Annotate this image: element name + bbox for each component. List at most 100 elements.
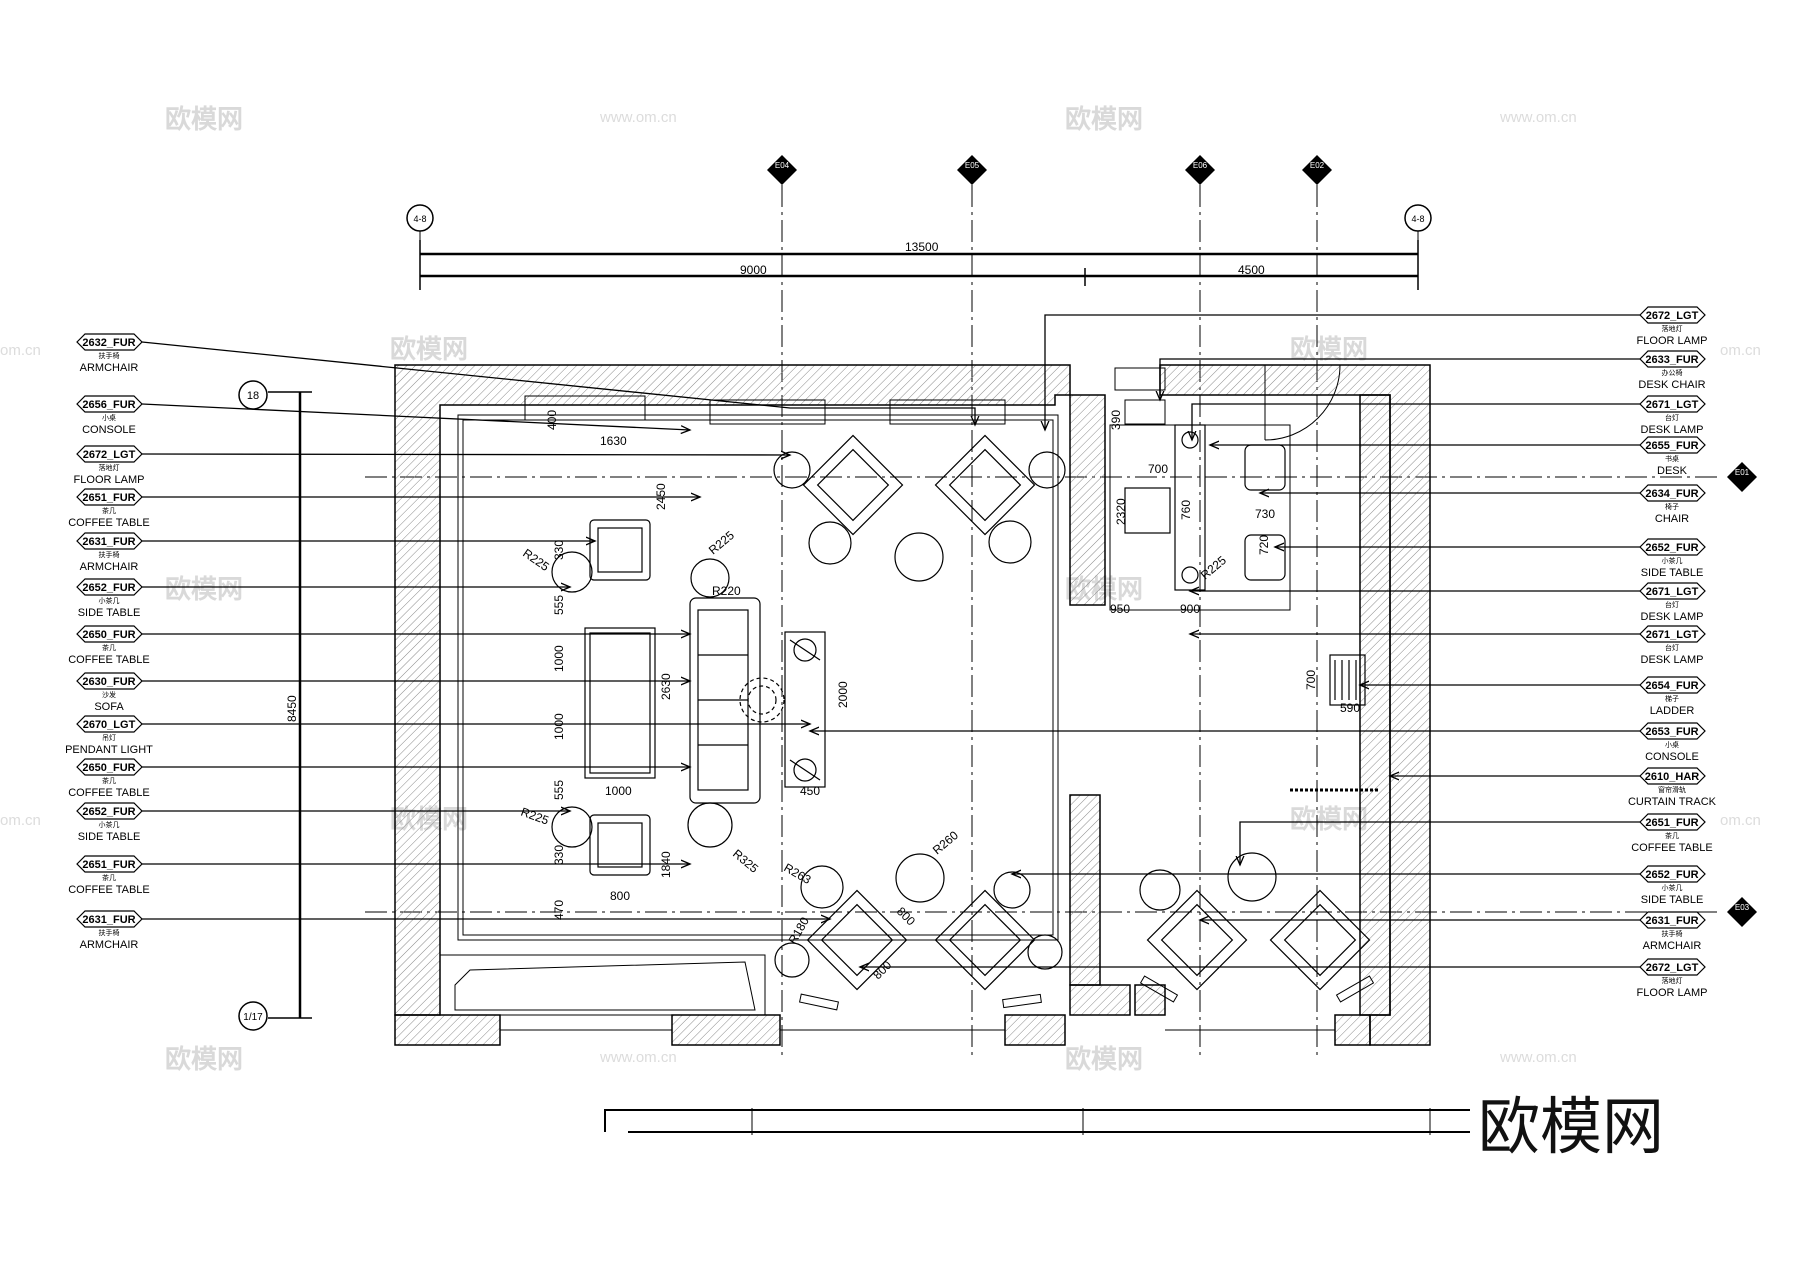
tag-code: 2670_LGT	[83, 719, 136, 731]
dimension-label: 1630	[600, 434, 627, 448]
coffee-tables	[584, 627, 826, 788]
tag-code: 2650_FUR	[82, 762, 135, 774]
tag-cn: 椅子	[1665, 502, 1679, 511]
tag-name: SIDE TABLE	[78, 831, 141, 843]
dimension-label: 450	[800, 784, 820, 798]
dimension-label: 800	[870, 958, 894, 982]
armchairs-left	[589, 519, 651, 876]
tag-code: 2654_FUR	[1645, 680, 1698, 692]
tag-code: 2652_FUR	[1645, 542, 1698, 554]
dimension-label: 390	[1109, 410, 1123, 430]
watermark-brand: 欧模网	[1290, 804, 1368, 834]
radius-label: R220	[712, 584, 741, 598]
tag-name: PENDANT LIGHT	[65, 744, 153, 756]
watermark-brand: 欧模网	[390, 334, 468, 364]
tag-name: CONSOLE	[1645, 751, 1699, 763]
tag-code: 2656_FUR	[82, 399, 135, 411]
svg-text:E05: E05	[965, 161, 980, 170]
tag-name: CONSOLE	[82, 424, 136, 436]
tag-name: DESK CHAIR	[1638, 379, 1705, 391]
vertical-dimension-label: 8450	[285, 695, 299, 722]
tag-cn: 小茶几	[1662, 556, 1683, 565]
grid-lines	[365, 185, 1720, 1060]
sub-dimension: 4500	[1238, 263, 1265, 277]
tag-name: ARMCHAIR	[1643, 940, 1702, 952]
tag-code: 2672_LGT	[83, 449, 136, 461]
elevation-marker-E05: E05	[957, 155, 987, 185]
tag-cn: 小桌	[102, 413, 116, 422]
tag-name: FLOOR LAMP	[74, 474, 145, 486]
dimension-label: 760	[1179, 500, 1193, 520]
tag-name: COFFEE TABLE	[68, 517, 150, 529]
dimension-label: 800	[894, 904, 918, 928]
dimension-label: 800	[610, 889, 630, 903]
tag-code: 2651_FUR	[1645, 817, 1698, 829]
tag-leader-line	[141, 341, 975, 425]
tag-code: 2610_HAR	[1645, 771, 1699, 783]
dimension-label: 555	[552, 780, 566, 800]
tag-cn: 扶手椅	[99, 351, 120, 360]
tag-leader-line	[1192, 403, 1640, 440]
tag-name: LADDER	[1650, 705, 1695, 717]
grid-ref-left: 4-8	[406, 204, 434, 232]
svg-text:1/17: 1/17	[243, 1012, 263, 1023]
watermark-url: www.om.cn	[1499, 1049, 1577, 1066]
dimension-label: 900	[1180, 602, 1200, 616]
side-tables	[551, 451, 1277, 978]
vertical-dimension	[268, 391, 312, 1019]
brand-logo: 欧模网	[1478, 1093, 1664, 1162]
dimension-label: 2630	[659, 673, 673, 700]
tag-name: DESK LAMP	[1641, 654, 1704, 666]
tag-name: FLOOR LAMP	[1637, 987, 1708, 999]
dimension-label: 2000	[836, 681, 850, 708]
radius-label: R263	[782, 860, 814, 887]
tag-code: 2632_FUR	[82, 337, 135, 349]
tag-code: 2631_FUR	[1645, 915, 1698, 927]
tag-cn: 扶手椅	[1662, 929, 1683, 938]
tag-leader-line	[141, 454, 790, 455]
tag-name: ARMCHAIR	[80, 939, 139, 951]
tag-leader-line	[1240, 821, 1640, 865]
room-outlines	[439, 364, 1341, 1016]
tag-cn: 窗帘滑轨	[1658, 785, 1686, 794]
watermark-url: om.cn	[0, 812, 41, 829]
grid-ref-row-bottom: 1/17	[238, 1001, 268, 1031]
watermark-url: www.om.cn	[1499, 109, 1577, 126]
radius-label: R225	[519, 805, 551, 828]
tag-code: 2672_LGT	[1646, 310, 1699, 322]
tag-cn: 扶手椅	[99, 928, 120, 937]
dimension-label: 330	[552, 540, 566, 560]
bottom-section-lines	[604, 1108, 1470, 1135]
tag-name: DESK LAMP	[1641, 424, 1704, 436]
tag-code: 2653_FUR	[1645, 726, 1698, 738]
elevation-marker-E04: E04	[767, 155, 797, 185]
watermark-url: om.cn	[1720, 342, 1761, 359]
tag-leader-line	[1160, 358, 1640, 400]
svg-text:4-8: 4-8	[1411, 214, 1424, 224]
tag-code: 2672_LGT	[1646, 962, 1699, 974]
dimension-label: 730	[1255, 507, 1275, 521]
svg-text:E01: E01	[1735, 468, 1750, 477]
tag-name: SIDE TABLE	[78, 607, 141, 619]
tag-name: COFFEE TABLE	[68, 654, 150, 666]
tag-cn: 吊灯	[102, 733, 116, 742]
tag-code: 2652_FUR	[82, 582, 135, 594]
watermark-url: om.cn	[0, 342, 41, 359]
watermark-brand: 欧模网	[1065, 1044, 1143, 1074]
interior-dimensions: 4001630245033055510001000555330100026301…	[519, 410, 1360, 982]
dimension-label: 700	[1304, 670, 1318, 690]
tag-code: 2651_FUR	[82, 859, 135, 871]
svg-text:E03: E03	[1735, 903, 1750, 912]
tag-name: SOFA	[94, 701, 124, 713]
tag-leaders	[141, 314, 1640, 967]
svg-text:E02: E02	[1310, 161, 1325, 170]
